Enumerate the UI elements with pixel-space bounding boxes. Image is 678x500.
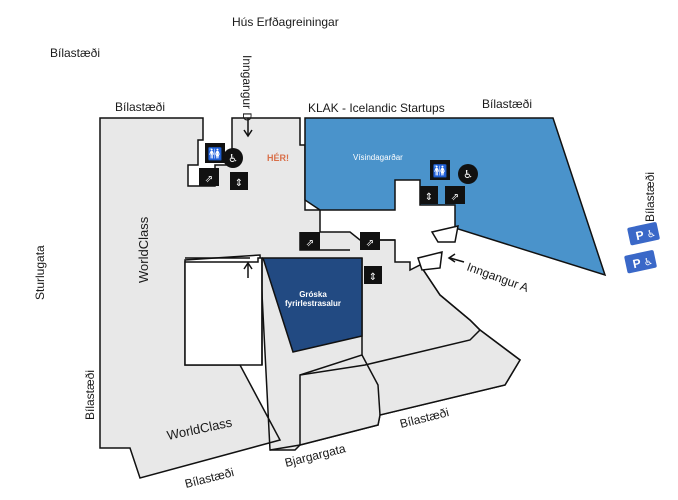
elevator-icon bbox=[230, 172, 248, 190]
svg-text:⇕: ⇕ bbox=[425, 192, 433, 203]
parking-accessible-icon: P ♿ bbox=[624, 250, 657, 274]
label-visindagardar: Vísindagarðar bbox=[353, 153, 403, 162]
svg-text:♿: ♿ bbox=[643, 256, 654, 269]
svg-text:🚻: 🚻 bbox=[433, 164, 448, 178]
entrance-arrow-icon bbox=[243, 118, 253, 138]
svg-text:🚻: 🚻 bbox=[208, 147, 223, 161]
label-parking: Bílastæði bbox=[115, 100, 165, 114]
parking-accessible-icon: P ♿ bbox=[627, 222, 660, 246]
elevator-icon bbox=[364, 266, 382, 284]
label-groska-line1: Gróska bbox=[299, 290, 327, 299]
svg-text:♿: ♿ bbox=[463, 168, 473, 181]
label-parking-vertical: Bílastæði bbox=[83, 370, 97, 420]
stairs-icon bbox=[300, 232, 320, 250]
label-groska-line2: fyrirlestrasalur bbox=[285, 299, 341, 308]
icon-cluster-mid: ⇗ ⇗ ⇕ bbox=[300, 232, 382, 284]
toilet-icon bbox=[430, 160, 450, 180]
stairs-icon bbox=[199, 168, 219, 186]
label-inngangur-a: Inngangur A bbox=[465, 260, 531, 295]
groska-lecture-hall bbox=[261, 257, 363, 353]
elevator-icon bbox=[420, 186, 438, 204]
you-are-here-marker: HÉR! bbox=[267, 153, 289, 163]
svg-text:⇗: ⇗ bbox=[306, 238, 314, 249]
svg-text:⇗: ⇗ bbox=[366, 238, 374, 249]
stairs-icon bbox=[360, 232, 380, 250]
icon-cluster-left: 🚻 ♿ ⇗ ⇕ bbox=[199, 143, 248, 190]
toilet-icon bbox=[205, 143, 225, 163]
svg-text:⇗: ⇗ bbox=[205, 174, 213, 185]
label-hus-erfdagreiningar: Hús Erfðagreiningar bbox=[232, 15, 339, 29]
svg-text:⇕: ⇕ bbox=[369, 272, 377, 283]
label-sturlugata: Sturlugata bbox=[33, 245, 47, 300]
entrance-arrows bbox=[243, 118, 465, 278]
accessible-parking: P ♿ P ♿ bbox=[624, 222, 660, 274]
entrance-gaps bbox=[417, 225, 459, 271]
svg-text:⇗: ⇗ bbox=[451, 192, 459, 203]
courtyard bbox=[184, 257, 263, 366]
entrance-arrow-icon bbox=[243, 261, 253, 278]
svg-text:♿: ♿ bbox=[228, 152, 238, 165]
label-parking-vertical: Bílastæði bbox=[643, 172, 657, 222]
label-parking: Bílastæði bbox=[50, 46, 100, 60]
wheelchair-icon bbox=[223, 148, 243, 168]
label-klak: KLAK - Icelandic Startups bbox=[308, 101, 445, 115]
entrance-arrow-icon bbox=[447, 253, 465, 263]
label-parking: Bílastæði bbox=[482, 97, 532, 111]
svg-text:P: P bbox=[631, 256, 642, 271]
label-worldclass-vertical: WorldClass bbox=[136, 216, 151, 283]
wheelchair-icon bbox=[458, 164, 478, 184]
label-inngangur-d: Inngangur D bbox=[240, 55, 254, 121]
stairs-icon bbox=[445, 186, 465, 204]
svg-text:⇕: ⇕ bbox=[235, 178, 243, 189]
label-parking: Bílastæði bbox=[183, 465, 235, 491]
lower-building-block bbox=[299, 329, 521, 446]
svg-text:♿: ♿ bbox=[646, 228, 657, 241]
icon-cluster-right: 🚻 ♿ ⇕ ⇗ bbox=[420, 160, 478, 204]
svg-text:P: P bbox=[634, 228, 645, 243]
